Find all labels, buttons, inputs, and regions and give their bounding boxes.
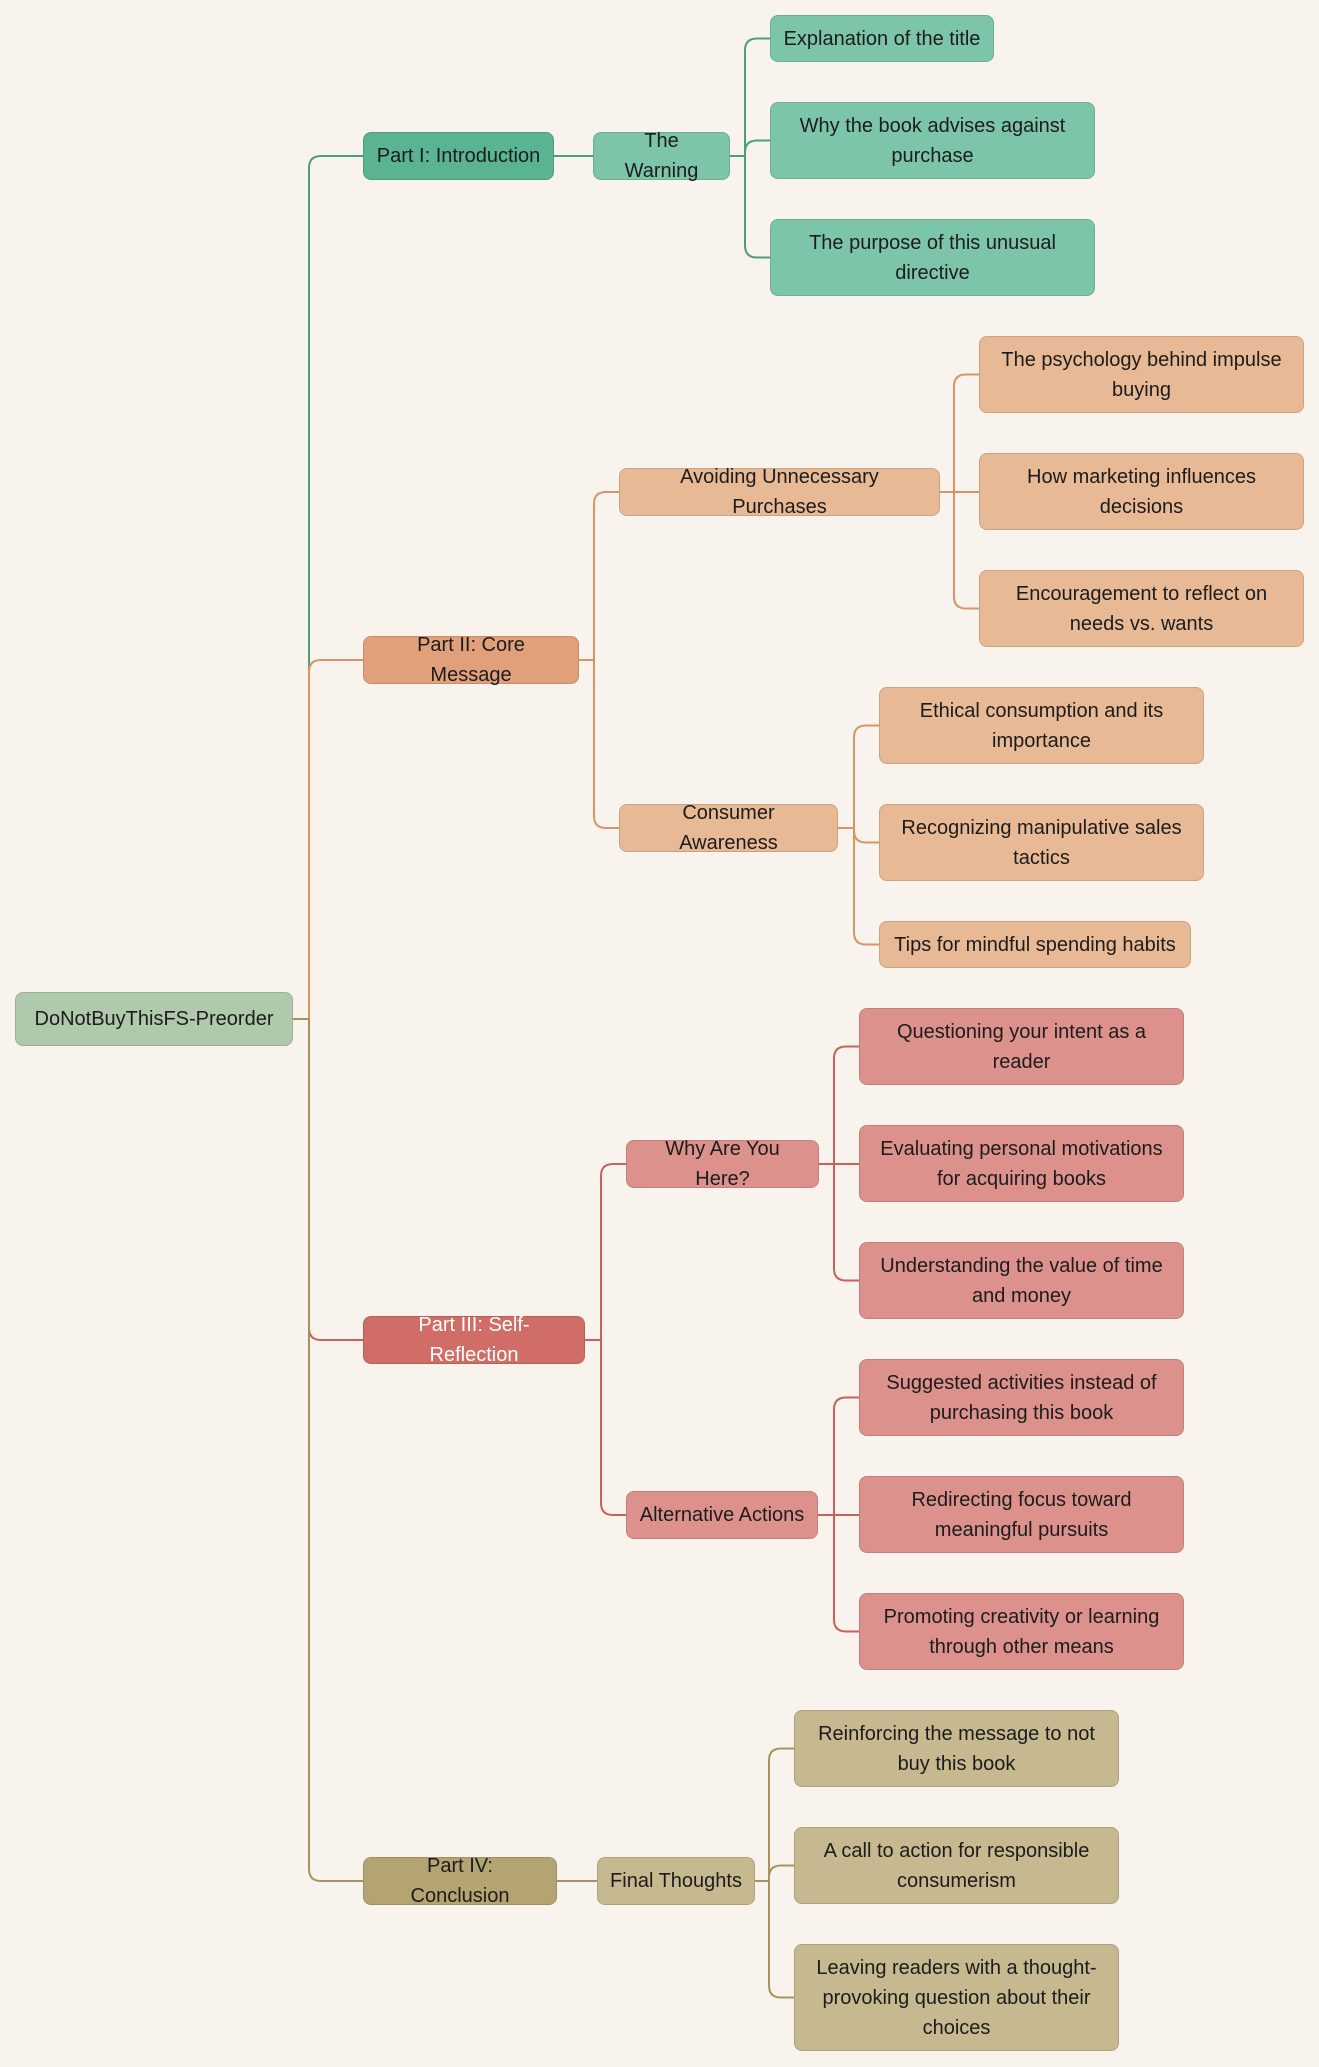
connector-line-22 (818, 1396, 859, 1516)
leaf-manipulative-sales-tactics: Recognizing manipulative sales tactics (879, 804, 1204, 881)
connector-line-19 (819, 1045, 859, 1165)
connector-line-2 (293, 659, 363, 1020)
topic-why-are-you-here: Why Are You Here? (626, 1138, 819, 1190)
connector-line-21 (819, 1163, 859, 1282)
connector-line-4 (293, 1018, 363, 1882)
leaf-call-to-action: A call to action for responsible consume… (794, 1827, 1119, 1904)
connector-line-14 (838, 724, 879, 829)
leaf-marketing-influences: How marketing influences decisions (979, 453, 1304, 530)
connector-line-18 (585, 1339, 626, 1516)
connector-line-15 (838, 827, 879, 844)
leaf-thought-provoking-question: Leaving readers with a thought-provoking… (794, 1944, 1119, 2051)
leaf-ethical-consumption: Ethical consumption and its importance (879, 687, 1204, 764)
connector-line-28 (755, 1880, 794, 1999)
connector-line-26 (755, 1747, 794, 1882)
connector-line-10 (579, 659, 619, 829)
connector-line-3 (293, 1018, 363, 1341)
branch-part-3-self-reflection: Part III: Self-Reflection (363, 1314, 585, 1366)
leaf-psychology-impulse-buying: The psychology behind impulse buying (979, 336, 1304, 413)
leaf-meaningful-pursuits: Redirecting focus toward meaningful purs… (859, 1476, 1184, 1553)
connector-line-9 (579, 491, 619, 661)
leaf-needs-vs-wants: Encouragement to reflect on needs vs. wa… (979, 570, 1304, 647)
connector-line-6 (730, 37, 770, 157)
leaf-personal-motivations: Evaluating personal motivations for acqu… (859, 1125, 1184, 1202)
leaf-questioning-intent: Questioning your intent as a reader (859, 1008, 1184, 1085)
leaf-reinforcing-message: Reinforcing the message to not buy this … (794, 1710, 1119, 1787)
connector-line-8 (730, 155, 770, 259)
branch-part-1-introduction: Part I: Introduction (363, 132, 554, 180)
connector-line-16 (838, 827, 879, 946)
topic-avoiding-unnecessary-purchases: Avoiding Unnecessary Purchases (619, 466, 940, 518)
leaf-value-of-time-money: Understanding the value of time and mone… (859, 1242, 1184, 1319)
leaf-why-advises-against-purchase: Why the book advises against purchase (770, 102, 1095, 179)
topic-alternative-actions: Alternative Actions (626, 1491, 818, 1539)
leaf-mindful-spending-tips: Tips for mindful spending habits (879, 921, 1191, 968)
branch-part-4-conclusion: Part IV: Conclusion (363, 1855, 557, 1907)
topic-the-warning: The Warning (593, 130, 730, 182)
connector-line-11 (940, 373, 979, 493)
connector-line-13 (940, 491, 979, 610)
connector-line-17 (585, 1163, 626, 1341)
connector-line-7 (730, 139, 770, 157)
leaf-suggested-activities: Suggested activities instead of purchasi… (859, 1359, 1184, 1436)
connector-line-1 (293, 155, 363, 1020)
leaf-creativity-learning: Promoting creativity or learning through… (859, 1593, 1184, 1670)
leaf-explanation-of-title: Explanation of the title (770, 15, 994, 62)
topic-final-thoughts: Final Thoughts (597, 1857, 755, 1905)
connector-line-24 (818, 1514, 859, 1633)
topic-consumer-awareness: Consumer Awareness (619, 802, 838, 854)
connector-line-27 (755, 1864, 794, 1882)
leaf-purpose-of-directive: The purpose of this unusual directive (770, 219, 1095, 296)
branch-part-2-core-message: Part II: Core Message (363, 634, 579, 686)
root-node: DoNotBuyThisFS-Preorder (15, 992, 293, 1046)
